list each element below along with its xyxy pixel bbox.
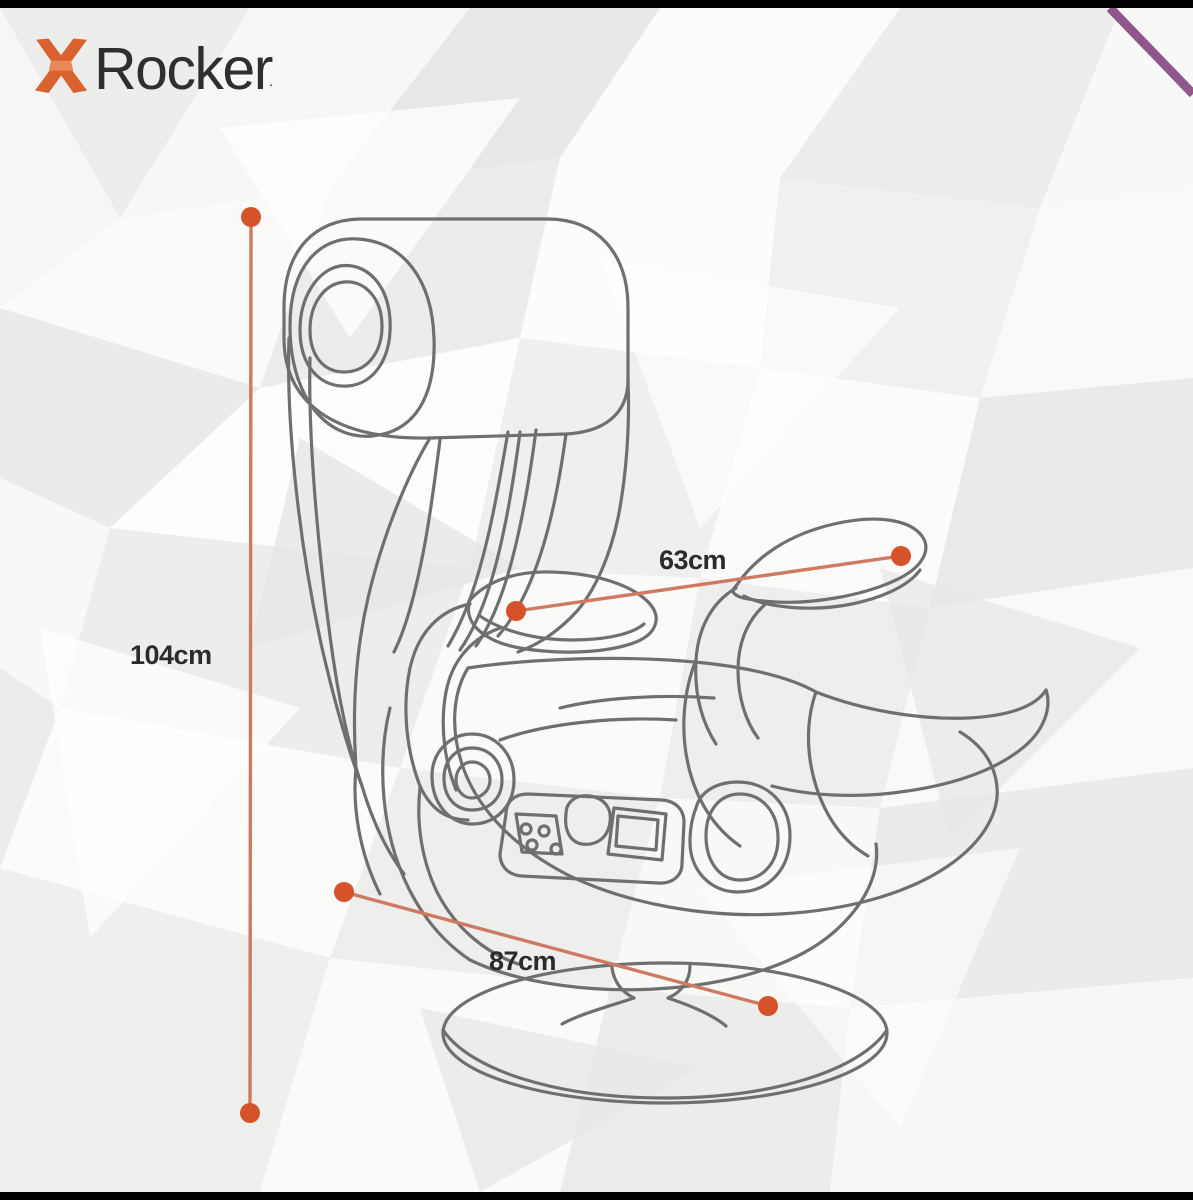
rocker-base-curve xyxy=(468,930,836,992)
side-speaker-mid xyxy=(442,746,504,812)
registered-mark: . xyxy=(268,72,274,90)
left-armrest-post-foot xyxy=(418,784,470,822)
seat-left-edge xyxy=(453,666,568,876)
backrest-seam-c xyxy=(392,438,442,654)
backrest-left-inner xyxy=(308,356,364,788)
seat-front-top xyxy=(466,656,818,694)
side-speaker-outer xyxy=(430,732,516,826)
seat-right-edge xyxy=(898,688,1050,794)
right-armrest-pad xyxy=(731,517,928,604)
seat-right-lower xyxy=(946,730,999,868)
height-dimension-line xyxy=(248,215,253,1115)
x-mark-icon xyxy=(34,38,88,94)
height-dimension-label: 104cm xyxy=(130,640,212,670)
purple-streak xyxy=(1106,8,1193,98)
low-poly-background xyxy=(0,8,1193,1192)
pedestal-base-thickness xyxy=(441,1028,889,1100)
width-dimension-line xyxy=(514,554,903,613)
base-spoke-left xyxy=(560,996,636,1026)
control-panel-display-inner xyxy=(614,814,660,852)
base-column-left xyxy=(610,966,636,1000)
headrest-speaker-cone xyxy=(308,280,384,374)
control-panel-led-1 xyxy=(519,822,533,836)
control-panel-led-3 xyxy=(525,838,539,852)
width-endpoint-right xyxy=(891,546,911,566)
rocker-wing-outer xyxy=(381,706,472,962)
backrest-seam-b xyxy=(446,430,510,648)
left-armrest-pad xyxy=(466,570,658,654)
brand-wordmark: Rocker xyxy=(94,35,273,102)
diagram-canvas: Rocker . 104cm 63cm 87cm xyxy=(0,8,1193,1192)
main-speaker-cone xyxy=(704,792,780,882)
brand-logo: Rocker . xyxy=(30,36,276,98)
seat-mid-seam xyxy=(682,658,742,848)
backrest-stripe-1 xyxy=(458,430,522,652)
depth-dimension-label: 87cm xyxy=(489,946,557,976)
backrest-fold xyxy=(352,436,432,770)
depth-endpoint-right xyxy=(758,996,778,1016)
height-endpoint-bottom xyxy=(240,1103,260,1123)
backrest-left-edge xyxy=(287,336,364,788)
control-panel-button-block xyxy=(514,812,564,856)
seat-right-seam xyxy=(806,690,870,858)
depth-endpoint-left xyxy=(334,882,354,902)
seat-right-top xyxy=(814,688,1048,720)
left-armrest-post-outer xyxy=(404,602,472,788)
headrest-speaker-scallop xyxy=(298,263,392,388)
seat-cushion-seam-a xyxy=(558,694,716,710)
width-endpoint-left xyxy=(506,601,526,621)
right-armrest-post-inner xyxy=(736,600,770,740)
seat-bottom-front xyxy=(564,864,950,917)
dimension-overlay xyxy=(240,207,911,1123)
chair-illustration xyxy=(282,217,1050,1105)
height-endpoint-top xyxy=(241,207,261,227)
base-spoke-right xyxy=(666,996,728,1028)
depth-dimension-line xyxy=(342,890,770,1008)
backrest-right-edge xyxy=(576,378,631,612)
seat-right-bottom xyxy=(770,784,902,797)
pedestal-base-ellipse xyxy=(441,961,889,1105)
side-speaker-inner xyxy=(454,760,492,800)
main-speaker-scallop xyxy=(688,780,792,894)
control-panel-outline xyxy=(498,792,686,885)
control-panel-led-4 xyxy=(549,842,563,856)
backrest-bottom-left xyxy=(353,766,382,896)
headrest-roll xyxy=(288,237,436,438)
backrest-bottom-inner xyxy=(360,784,406,876)
rocker-wing-inner xyxy=(417,786,520,966)
rocker-base-right xyxy=(832,842,879,934)
control-panel-led-2 xyxy=(537,824,551,838)
width-dimension-label: 63cm xyxy=(659,545,727,575)
control-panel-dial xyxy=(564,794,612,846)
control-panel-display xyxy=(606,806,668,862)
seat-cushion-seam-b xyxy=(498,717,678,742)
